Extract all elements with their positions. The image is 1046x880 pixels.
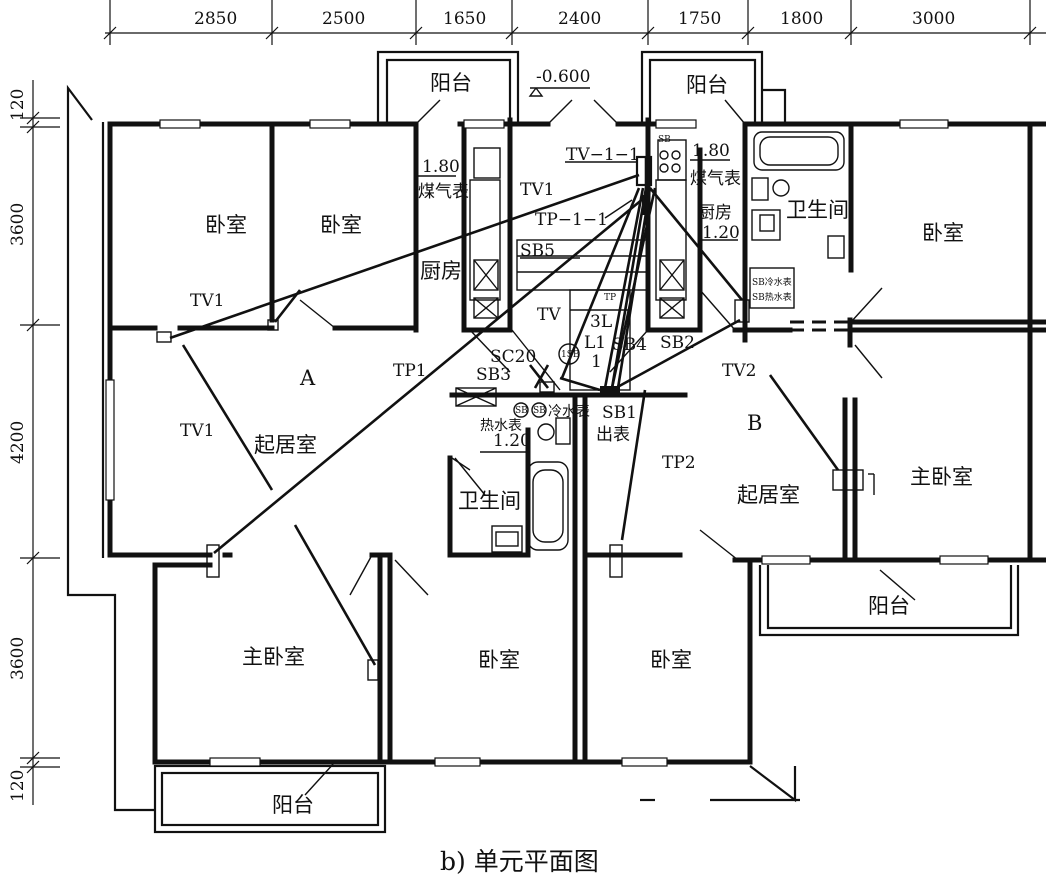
dim-left-4: 3600 bbox=[8, 637, 28, 680]
figure-caption: b) 单元平面图 bbox=[440, 847, 599, 876]
main-walls bbox=[107, 117, 1046, 765]
stair-core bbox=[511, 239, 648, 391]
dim-top-3: 1650 bbox=[443, 9, 486, 29]
label-one: 1 bbox=[591, 352, 602, 372]
label-tv1-left-top: TV1 bbox=[190, 291, 224, 311]
outlet-meter-label: 出表 bbox=[596, 425, 630, 445]
elevation-label: -0.600 bbox=[536, 67, 590, 87]
label-sb2: SB2 bbox=[660, 333, 695, 353]
one-sb-tag: 1SB bbox=[561, 350, 580, 360]
label-sb1: SB1 bbox=[602, 403, 637, 423]
dim-top-5: 1750 bbox=[678, 9, 721, 29]
label-tv1-core: TV1 bbox=[520, 180, 554, 200]
dim-left-2: 3600 bbox=[8, 203, 28, 246]
left-dimension-line: 120 3600 4200 3600 120 bbox=[8, 80, 60, 805]
height-label-bath-a: 1.20 bbox=[493, 431, 531, 451]
top-dimension-line: 2850 2500 1650 2400 1750 1800 3000 bbox=[103, 0, 1046, 45]
windows bbox=[105, 119, 989, 767]
bathroom-fixtures bbox=[455, 131, 845, 553]
sb-tag-meter-2: SB bbox=[533, 406, 546, 416]
label-sb3: SB3 bbox=[476, 365, 511, 385]
label-tv1-left: TV1 bbox=[180, 421, 214, 441]
bathroom-label-a: 卫生间 bbox=[458, 489, 521, 513]
unit-b-label: B bbox=[747, 411, 762, 435]
sb-hot-water-tag: SB热水表 bbox=[752, 291, 792, 303]
dim-top-7: 3000 bbox=[912, 9, 955, 29]
hot-water-meter-label: 热水表 bbox=[480, 418, 522, 434]
cable-runs bbox=[169, 158, 840, 666]
label-tv-core: TV bbox=[537, 305, 561, 325]
dim-top-1: 2850 bbox=[194, 9, 237, 29]
dashed-opening bbox=[790, 320, 850, 332]
balcony-label-1: 阳台 bbox=[430, 71, 472, 95]
label-tp-1-1: TP−1−1 bbox=[535, 210, 608, 230]
bedroom-label-2: 卧室 bbox=[320, 213, 362, 237]
label-tp2: TP2 bbox=[662, 453, 696, 473]
label-tv2: TV2 bbox=[722, 361, 756, 381]
balcony-label-4: 阳台 bbox=[272, 793, 314, 817]
label-tp1: TP1 bbox=[393, 361, 427, 381]
gas-meter-label-b: 煤气表 bbox=[690, 169, 741, 189]
door-swings bbox=[299, 99, 916, 796]
kitchen-label-a: 厨房 bbox=[420, 259, 462, 283]
dim-left-5: 120 bbox=[8, 770, 28, 802]
label-3l: 3L bbox=[590, 312, 612, 332]
cold-water-meter-label: 冷水表 bbox=[548, 404, 590, 420]
height-label-kitchen-b: 1.20 bbox=[702, 223, 740, 243]
label-tv-1-1: TV−1−1 bbox=[566, 145, 640, 165]
balcony-label-3: 阳台 bbox=[868, 594, 910, 618]
circuit-labels: TV−1−1 TP−1−1 TV1 SB5 TV 3L L1 SB4 SB2 1… bbox=[180, 145, 756, 473]
tp-small-tag: TP bbox=[604, 293, 616, 303]
height-label-b: 1.80 bbox=[692, 141, 730, 161]
unit-a-label: A bbox=[299, 366, 316, 390]
living-room-label-b: 起居室 bbox=[737, 483, 800, 507]
sb-tag-kitchen: SB bbox=[658, 135, 671, 145]
height-label-a: 1.80 bbox=[422, 157, 460, 177]
bedroom-label-4: 卧室 bbox=[478, 648, 520, 672]
label-sb5: SB5 bbox=[520, 241, 555, 261]
master-bedroom-label-b: 主卧室 bbox=[910, 465, 973, 489]
master-bedroom-label-a: 主卧室 bbox=[242, 645, 305, 669]
living-room-label-a: 起居室 bbox=[254, 433, 317, 457]
dim-left-1: 120 bbox=[8, 89, 28, 121]
dim-top-6: 1800 bbox=[780, 9, 823, 29]
label-sc20: SC20 bbox=[490, 347, 536, 367]
bedroom-label-3: 卧室 bbox=[922, 221, 964, 245]
bedroom-label-5: 卧室 bbox=[650, 648, 692, 672]
label-sb4: SB4 bbox=[612, 335, 647, 355]
dim-left-3: 4200 bbox=[8, 421, 28, 464]
label-l1: L1 bbox=[584, 333, 606, 353]
equipment-labels: -0.600 1.80 煤气表 1.80 煤气表 1.20 1.20 冷水表 热… bbox=[418, 67, 792, 451]
bedroom-label-1: 卧室 bbox=[205, 213, 247, 237]
dim-top-4: 2400 bbox=[558, 9, 601, 29]
kitchen-equipment bbox=[469, 139, 687, 319]
dim-top-2: 2500 bbox=[322, 9, 365, 29]
outer-walls bbox=[66, 50, 1020, 834]
sb-tag-meter-1: SB bbox=[515, 406, 528, 416]
sb-cold-water-tag: SB冷水表 bbox=[752, 276, 792, 288]
kitchen-label-b: 厨房 bbox=[698, 203, 732, 223]
bathroom-label-b: 卫生间 bbox=[786, 198, 849, 222]
gas-meter-label-a: 煤气表 bbox=[418, 182, 469, 202]
room-labels: 阳台 阳台 卧室 卧室 卧室 厨房 厨房 卫生间 起居室 起居室 卫生间 主卧室… bbox=[205, 71, 973, 817]
leader-lines bbox=[418, 87, 738, 453]
balcony-label-2: 阳台 bbox=[686, 73, 728, 97]
